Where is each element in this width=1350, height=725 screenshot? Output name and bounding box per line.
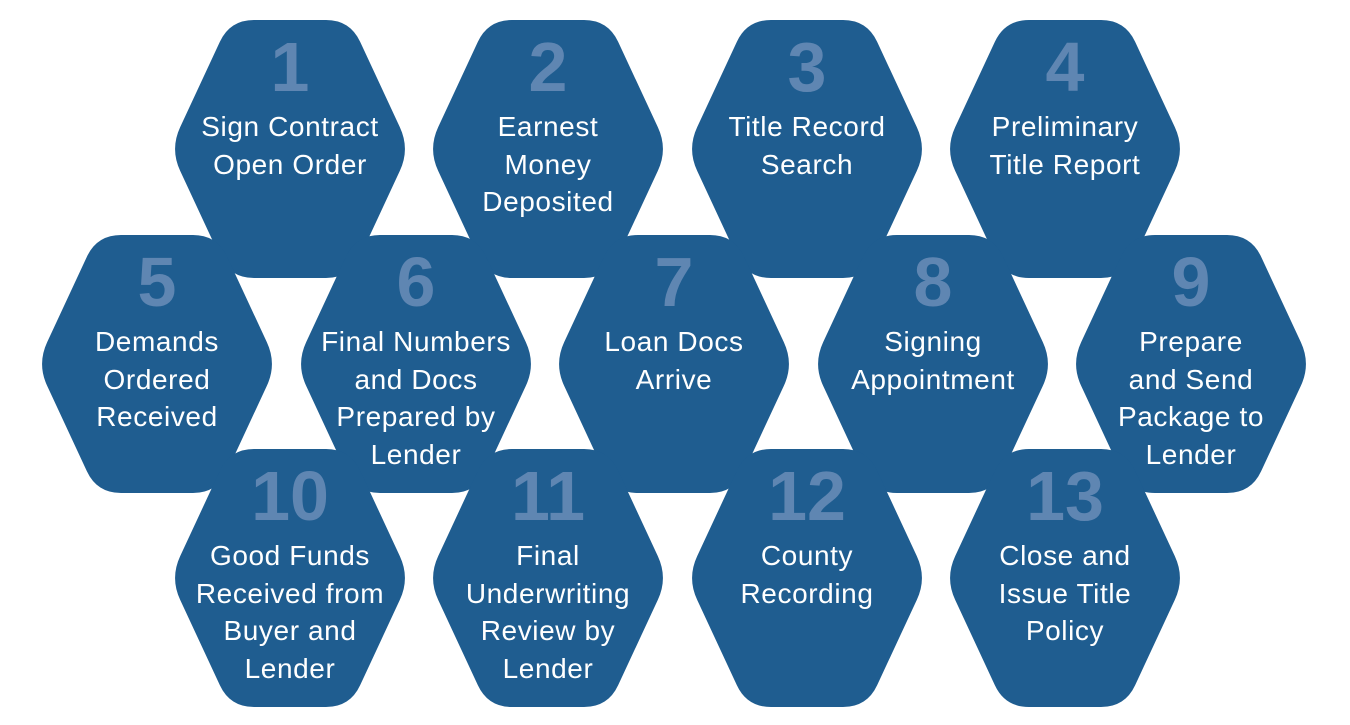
- step-label: Title Record Search: [728, 111, 886, 180]
- hexagon-shape: [950, 449, 1180, 707]
- step-label: Preliminary Title Report: [989, 111, 1141, 180]
- step-label: Final Numbers and Docs Prepared by Lende…: [321, 326, 511, 470]
- step-label: Final Underwriting Review by Lender: [465, 540, 631, 684]
- hexagon-shape: [692, 449, 922, 707]
- hexagon-fill: [433, 449, 663, 707]
- step-number: 12: [768, 457, 846, 535]
- hexagon-shape: [1076, 235, 1306, 493]
- hexagon-fill: [1076, 235, 1306, 493]
- hexagon-fill: [42, 235, 272, 493]
- hexagon-fill: [433, 20, 663, 278]
- hexagon-fill: [301, 235, 531, 493]
- hexagon-shape: [950, 20, 1180, 278]
- hexagon-shape: [433, 20, 663, 278]
- hexagon-shape: [175, 20, 405, 278]
- step-number: 11: [511, 457, 585, 535]
- hexagon-fill: [692, 20, 922, 278]
- step-label: Loan Docs Arrive: [604, 326, 744, 395]
- hexagon-fill: [559, 235, 789, 493]
- hexagon-shape: [559, 235, 789, 493]
- hexagon-shape: [301, 235, 531, 493]
- step-label: Good Funds Received from Buyer and Lende…: [195, 540, 385, 684]
- step-label: Demands Ordered Received: [94, 326, 220, 432]
- step-label: Prepare and Send Package to Lender: [1117, 326, 1265, 470]
- step-label: County Recording: [740, 540, 874, 609]
- step-number: 1: [270, 28, 310, 106]
- step-number: 13: [1026, 457, 1104, 535]
- step-label: Sign Contract Open Order: [201, 111, 379, 180]
- step-number: 8: [913, 243, 953, 321]
- step-number: 4: [1045, 28, 1085, 106]
- hexagon-shape: [175, 449, 405, 707]
- hexagon-shape: [42, 235, 272, 493]
- step-label: Earnest Money Deposited: [482, 111, 614, 217]
- step-number: 6: [396, 243, 436, 321]
- step-number: 3: [787, 28, 827, 106]
- step-number: 7: [654, 243, 694, 321]
- step-number: 10: [251, 457, 329, 535]
- hexagon-shape: [692, 20, 922, 278]
- hexagon-fill: [818, 235, 1048, 493]
- step-number: 5: [137, 243, 177, 321]
- step-number: 9: [1171, 243, 1211, 321]
- hexagon-fill: [950, 449, 1180, 707]
- hexagon-fill: [175, 449, 405, 707]
- hexagon-fill: [175, 20, 405, 278]
- step-number: 2: [528, 28, 568, 106]
- step-label: Close and Issue Title Policy: [998, 540, 1132, 646]
- hexagon-shape: [433, 449, 663, 707]
- hexagon-shape: [818, 235, 1048, 493]
- step-label: Signing Appointment: [851, 326, 1015, 395]
- hexagon-fill: [950, 20, 1180, 278]
- hexagon-fill: [692, 449, 922, 707]
